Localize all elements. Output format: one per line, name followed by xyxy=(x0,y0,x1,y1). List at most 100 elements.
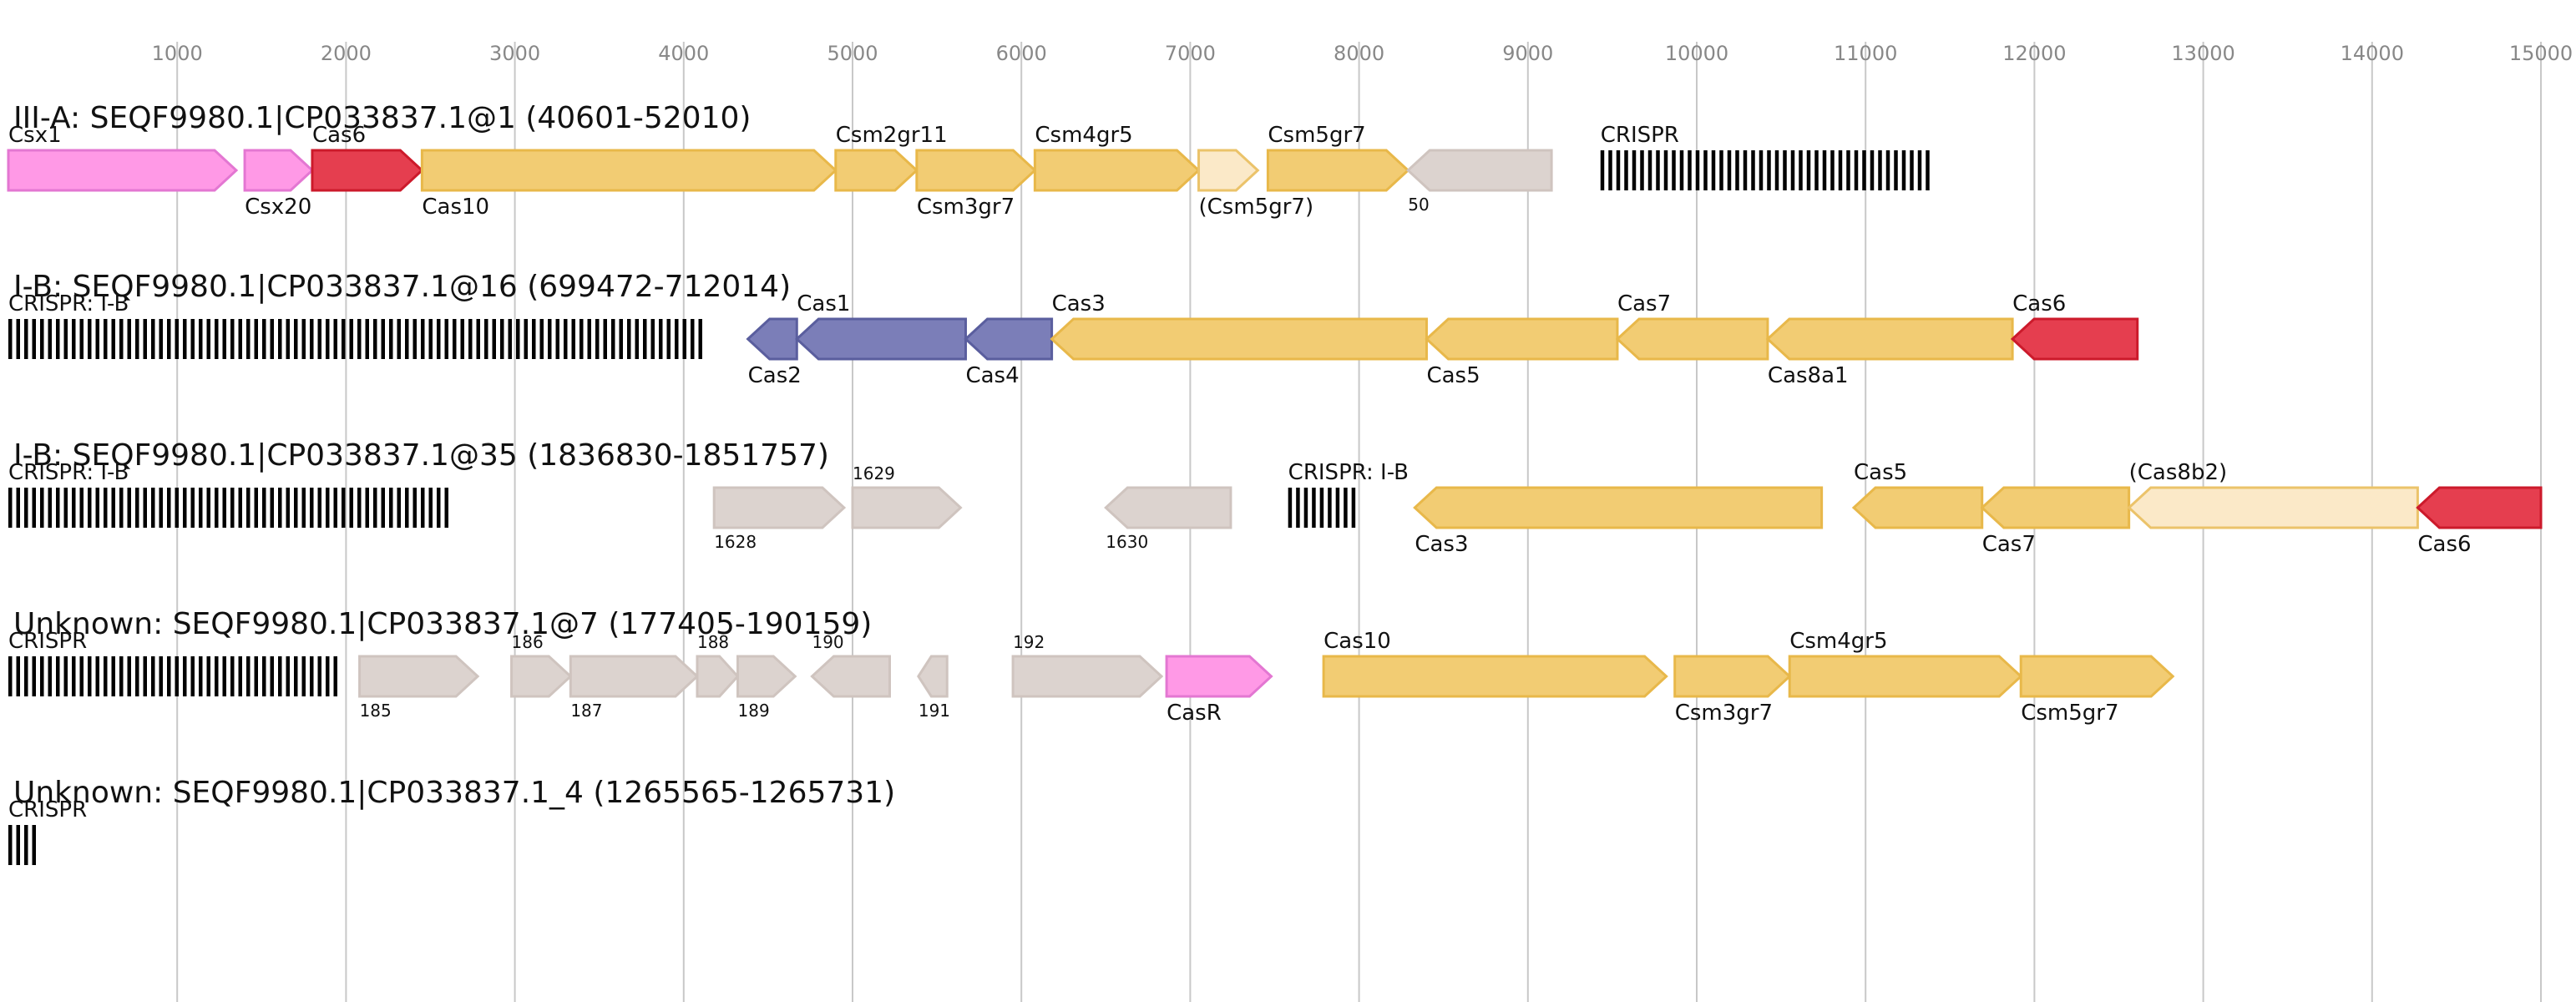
gene-feature: Cas2 xyxy=(746,317,802,388)
crispr-repeat xyxy=(127,319,131,359)
crispr-repeat xyxy=(1632,150,1637,190)
crispr-repeat xyxy=(222,656,226,696)
crispr-repeat xyxy=(222,488,226,528)
crispr-repeat xyxy=(8,656,13,696)
crispr-repeat xyxy=(1600,150,1605,190)
gene-label: 188 xyxy=(697,632,729,652)
crispr-repeat xyxy=(468,319,473,359)
gene-feature: 188 xyxy=(696,632,740,698)
tick-label: 12000 xyxy=(2002,42,2066,65)
crispr-repeat xyxy=(333,656,337,696)
crispr-repeat xyxy=(278,488,282,528)
crispr-repeat xyxy=(79,488,84,528)
locus-track: I-B: SEQF9980.1|CP033837.1@16 (699472-71… xyxy=(8,270,2139,388)
gene-arrow xyxy=(736,655,797,698)
crispr-repeat xyxy=(650,319,655,359)
gene-feature: Csm4gr5 xyxy=(1788,629,2023,698)
gene-feature: Cas5 xyxy=(1425,317,1619,388)
crispr-repeat xyxy=(16,319,20,359)
crispr-repeat xyxy=(444,488,448,528)
gene-label: Csm3gr7 xyxy=(917,195,1015,220)
crispr-repeat xyxy=(310,319,314,359)
crispr-repeat xyxy=(190,319,195,359)
track-title: III-A: SEQF9980.1|CP033837.1@1 (40601-52… xyxy=(13,101,751,135)
crispr-repeat xyxy=(1303,488,1308,528)
crispr-repeat xyxy=(104,319,108,359)
gene-arrow xyxy=(1851,486,1984,529)
crispr-repeat xyxy=(238,319,242,359)
crispr-repeat xyxy=(317,488,321,528)
crispr-repeat xyxy=(167,319,171,359)
crispr-repeat xyxy=(659,319,663,359)
crispr-repeat xyxy=(16,825,20,865)
gene-feature: 185 xyxy=(358,655,480,721)
gene-arrow xyxy=(1765,317,2014,361)
gene-feature: CasR xyxy=(1165,655,1273,726)
crispr-repeat xyxy=(40,656,44,696)
crispr-repeat xyxy=(1312,488,1316,528)
crispr-repeat xyxy=(301,488,306,528)
gene-arrow xyxy=(2019,655,2175,698)
gene-arrow xyxy=(851,486,963,529)
crispr-repeat xyxy=(532,319,536,359)
crispr-repeat xyxy=(595,319,600,359)
gene-label: Cas2 xyxy=(748,363,802,388)
gene-label: 190 xyxy=(812,632,843,652)
gene-feature: Cas6 xyxy=(2416,486,2543,557)
gene-label: 186 xyxy=(512,632,544,652)
crispr-repeat xyxy=(428,319,433,359)
gene-feature: (Cas8b2) xyxy=(2127,460,2419,529)
crispr-repeat xyxy=(1616,150,1621,190)
crispr-repeat xyxy=(476,319,480,359)
crispr-repeat xyxy=(72,656,76,696)
crispr-repeat xyxy=(587,319,591,359)
crispr-repeat xyxy=(1328,488,1332,528)
crispr-repeat xyxy=(48,319,52,359)
crispr-repeat xyxy=(206,656,210,696)
crispr-repeat xyxy=(151,656,155,696)
crispr-repeat xyxy=(357,488,362,528)
crispr-repeat xyxy=(215,656,219,696)
gene-label: 50 xyxy=(1408,195,1429,215)
crispr-repeat xyxy=(1862,150,1866,190)
crispr-repeat xyxy=(88,488,92,528)
crispr-array: CRISPR xyxy=(1600,123,1930,190)
crispr-repeat xyxy=(40,488,44,528)
gene-label: Cas10 xyxy=(422,195,489,220)
gene-feature: 189 xyxy=(736,655,797,721)
gene-arrow xyxy=(1104,486,1232,529)
gene-arrow xyxy=(2127,486,2419,529)
track-title: Unknown: SEQF9980.1|CP033837.1@7 (177405… xyxy=(13,607,872,641)
crispr-repeat xyxy=(24,825,28,865)
crispr-repeat xyxy=(135,656,139,696)
crispr-repeat xyxy=(151,488,155,528)
crispr-repeat xyxy=(365,319,369,359)
crispr-repeat xyxy=(1806,150,1811,190)
gene-arrow xyxy=(1413,486,1824,529)
crispr-repeat xyxy=(215,488,219,528)
crispr-repeat xyxy=(238,488,242,528)
gene-label: Csx1 xyxy=(8,123,62,148)
gene-feature: Cas10 xyxy=(420,149,838,220)
gene-label: (Csm5gr7) xyxy=(1199,195,1314,220)
crispr-repeat xyxy=(326,656,330,696)
locus-track: III-A: SEQF9980.1|CP033837.1@1 (40601-52… xyxy=(7,101,1930,220)
gene-feature: 50 xyxy=(1406,149,1553,215)
crispr-repeat xyxy=(270,656,274,696)
crispr-repeat xyxy=(397,319,401,359)
gene-feature: 187 xyxy=(569,655,700,721)
gene-arrow xyxy=(7,149,239,192)
crispr-repeat xyxy=(104,488,108,528)
gene-arrow xyxy=(1980,486,2131,529)
crispr-repeat xyxy=(508,319,512,359)
gene-arrow xyxy=(917,655,949,698)
crispr-repeat xyxy=(1735,150,1739,190)
crispr-repeat xyxy=(1759,150,1764,190)
crispr-repeat xyxy=(230,319,235,359)
crispr-repeat xyxy=(95,656,99,696)
gene-feature: Cas6 xyxy=(311,123,424,192)
gene-feature: (Csm5gr7) xyxy=(1197,149,1314,220)
crispr-repeat xyxy=(119,488,124,528)
crispr-repeat xyxy=(484,319,488,359)
crispr-repeat xyxy=(1751,150,1755,190)
